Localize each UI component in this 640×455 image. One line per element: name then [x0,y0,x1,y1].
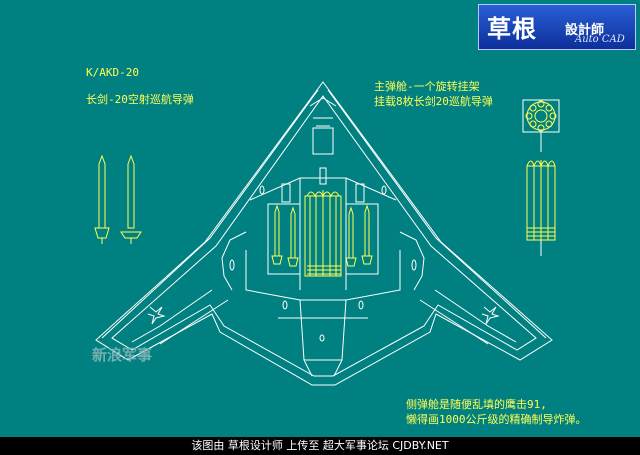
main-bay-label-line1: 主弹舱-一个旋转挂架 [374,80,480,93]
main-weapon-bay [304,190,342,277]
cruise-missile-drawings [94,154,142,244]
side-bay-note-line2: 懒得画1000公斤级的精确制导炸弹。 [406,413,587,426]
logo-sub-text: 設計師 [565,23,605,38]
side-bay-missiles [271,204,373,267]
aircraft-outline [95,81,553,386]
side-bay-frames [267,203,379,275]
model-code-label: K/AKD-20 [86,66,139,79]
designer-logo: 草根 設計師 Auto CAD [478,4,636,50]
logo-main-text: 草根 [487,14,537,43]
missile-name-label: 长剑-20空射巡航导弹 [86,93,194,106]
main-bay-label-line2: 挂载8枚长剑20巡航导弹 [374,95,493,108]
rotary-launcher-frame [522,99,560,256]
logo-script-text: Auto CAD [575,34,625,45]
side-bay-note-line1: 侧弹舱是随便乱填的鹰击91, [406,398,547,411]
sina-watermark: 新浪军事 [92,346,153,364]
footer-credit: 该图由 草根设计师 上传至 超大军事论坛 CJDBY.NET [0,437,640,455]
rotary-launcher-drawing [525,100,557,241]
